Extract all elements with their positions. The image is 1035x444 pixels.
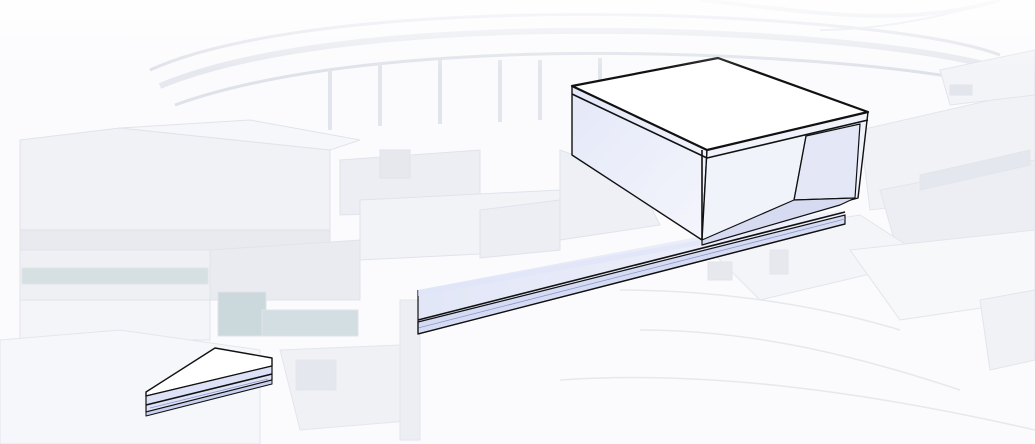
- highlight-main-volume: [570, 56, 870, 246]
- context-left-terminal: [19, 119, 561, 341]
- top-fade-overlay: [0, 0, 1035, 70]
- highlight-connector-bridge: [417, 210, 846, 335]
- context-lower-left-plaza: [0, 299, 421, 444]
- context-right-terminal: [698, 49, 1035, 371]
- context-airfield-markings: [559, 289, 1035, 431]
- highlight-small-canopy: [145, 347, 273, 417]
